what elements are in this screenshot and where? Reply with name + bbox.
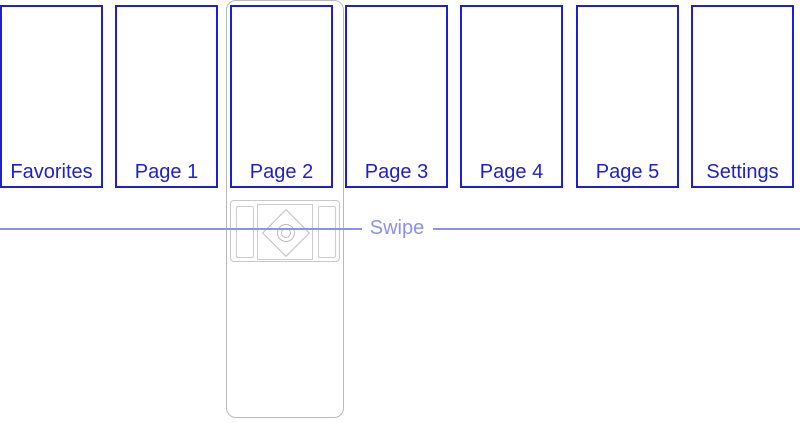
page-label-favorites: Favorites — [10, 161, 93, 183]
page-label-settings: Settings — [706, 161, 779, 183]
ok-button-icon — [277, 224, 295, 242]
swipe-line-left — [0, 228, 362, 230]
swipe-line-right — [433, 228, 800, 230]
page-card-favorites[interactable]: Favorites — [0, 5, 103, 188]
page-label-page-3: Page 3 — [364, 161, 429, 183]
page-card-settings[interactable]: Settings — [691, 5, 794, 188]
page-card-page-4[interactable]: Page 4 — [460, 5, 563, 188]
direction-pad — [257, 204, 313, 260]
page-card-page-2[interactable]: Page 2 — [230, 5, 333, 188]
page-card-page-5[interactable]: Page 5 — [576, 5, 679, 188]
page-label-page-2: Page 2 — [249, 161, 314, 183]
page-label-page-4: Page 4 — [479, 161, 544, 183]
left-button-icon — [236, 206, 254, 258]
swipe-label: Swipe — [362, 216, 432, 240]
dpad-icon — [230, 200, 340, 262]
right-button-icon — [318, 206, 336, 258]
page-label-page-1: Page 1 — [134, 161, 199, 183]
page-card-page-3[interactable]: Page 3 — [345, 5, 448, 188]
page-label-page-5: Page 5 — [595, 161, 660, 183]
remote-control-icon — [226, 0, 344, 418]
page-card-page-1[interactable]: Page 1 — [115, 5, 218, 188]
